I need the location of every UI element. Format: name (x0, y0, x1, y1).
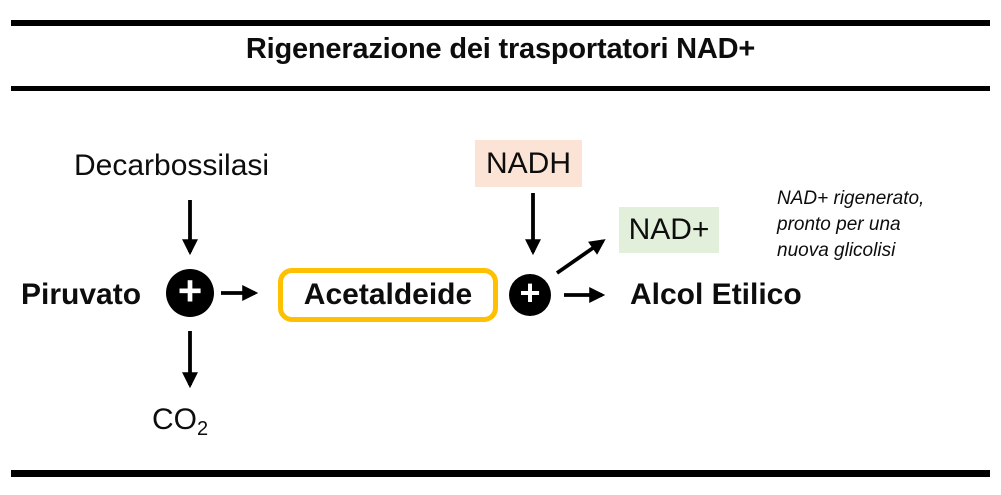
co2-subscript: 2 (197, 418, 209, 440)
note-line-3: nuova glicolisi (777, 240, 896, 261)
title-underline-rule (11, 86, 990, 91)
decarbossilasi-label: Decarbossilasi (74, 149, 270, 182)
alcol-etilico-label: Alcol Etilico (630, 278, 802, 311)
plus-icon: + (177, 267, 203, 314)
nad-plus-label: NAD+ (628, 213, 710, 246)
page-title: Rigenerazione dei trasportatori NAD+ (245, 33, 756, 65)
note-line-2: pronto per una (777, 214, 901, 235)
plus-icon: + (519, 272, 541, 313)
arrow-reaction-to-nad (555, 239, 606, 275)
bottom-rule (11, 470, 990, 477)
acetaldeide-box: Acetaldeide (278, 268, 498, 322)
acetaldeide-label: Acetaldeide (303, 278, 473, 311)
nad-regenerated-note: NAD+ rigenerato, pronto per una nuova gl… (777, 186, 967, 264)
nadh-box: NADH (475, 140, 582, 187)
plus-circle-reduction: + (509, 274, 551, 316)
co2-label: CO2 (152, 403, 209, 440)
plus-circle-decarboxylation: + (166, 269, 214, 317)
nadh-label: NADH (485, 146, 571, 180)
nad-plus-box: NAD+ (619, 207, 719, 253)
top-rule (11, 20, 990, 26)
piruvato-label: Piruvato (21, 278, 142, 311)
note-line-1: NAD+ rigenerato, (777, 188, 925, 209)
co2-base-text: CO (152, 403, 197, 436)
